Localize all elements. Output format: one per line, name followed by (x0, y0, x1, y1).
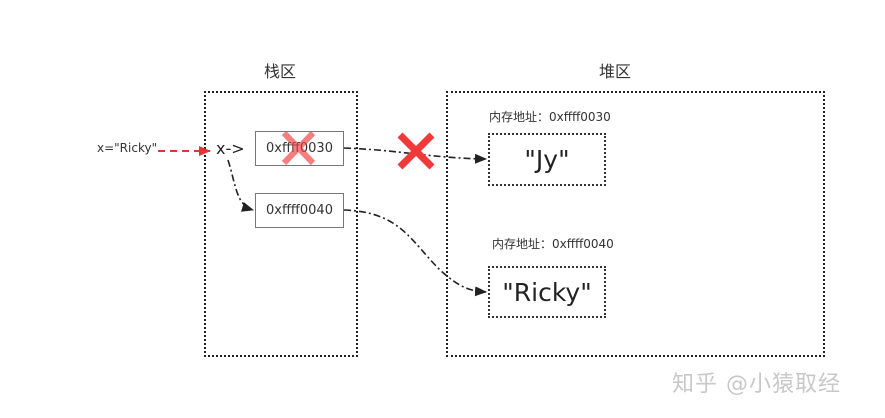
variable-x-label: x-> (216, 139, 245, 158)
assignment-label: x="Ricky" (97, 141, 158, 155)
pointer-value: 0xffff0040 (266, 203, 333, 218)
heap-object-ricky: "Ricky" (488, 266, 606, 318)
heap-title: 堆区 (599, 62, 632, 81)
heap-object-value: "Jy" (524, 145, 570, 174)
pointer-box-new: 0xffff0040 (255, 193, 344, 228)
stack-title: 栈区 (264, 62, 297, 81)
heap-address-label: 内存地址：0xffff0040 (492, 237, 614, 251)
watermark: 知乎 @小猿取经 (672, 372, 841, 397)
broken-reference-cross-icon (397, 132, 435, 170)
heap-object-jy: "Jy" (488, 133, 606, 186)
heap-address-label: 内存地址：0xffff0030 (489, 110, 611, 124)
pointer-box-old: 0xffff0030 (255, 131, 344, 166)
pointer-value: 0xffff0030 (266, 141, 333, 156)
heap-object-value: "Ricky" (502, 277, 592, 307)
